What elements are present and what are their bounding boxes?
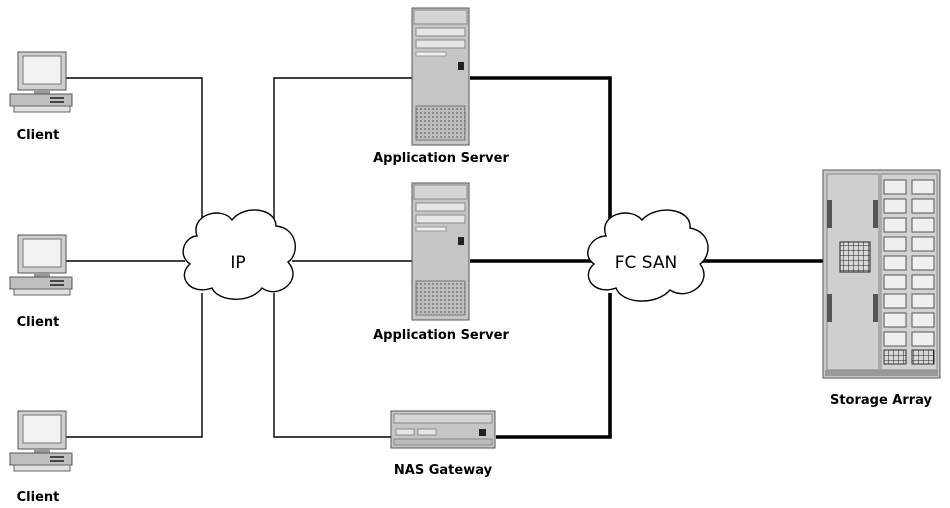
link-appserver1-fcsan (470, 76, 612, 228)
desktop-computer-icon (9, 234, 73, 296)
tower-server-icon (411, 7, 470, 146)
client-3-label: Client (17, 490, 60, 505)
ip-links (65, 77, 412, 438)
link-ip-nas (273, 293, 392, 438)
client-2[interactable] (9, 234, 73, 296)
nas-gateway[interactable] (390, 410, 496, 449)
storage-array[interactable] (822, 169, 941, 379)
desktop-computer-icon (9, 410, 73, 472)
client-1[interactable] (9, 51, 73, 113)
link-ip-appserver1 (273, 77, 412, 228)
tower-server-icon (411, 182, 470, 321)
app-server-2-label: Application Server (373, 328, 509, 343)
link-client3-ip (65, 293, 203, 438)
fc-links (470, 76, 828, 439)
storage-array-icon (822, 169, 941, 379)
link-nas-fcsan (496, 293, 612, 439)
cloud-icon (182, 209, 296, 300)
app-server-2[interactable] (411, 182, 470, 321)
fc-san-cloud[interactable] (587, 209, 709, 302)
fc-san-cloud-label: FC SAN (615, 253, 678, 273)
cloud-icon (587, 209, 709, 302)
app-server-1-label: Application Server (373, 151, 509, 166)
storage-array-label: Storage Array (830, 393, 933, 408)
client-1-label: Client (17, 128, 60, 143)
desktop-computer-icon (9, 51, 73, 113)
nas-gateway-label: NAS Gateway (394, 463, 493, 478)
nas-appliance-icon (390, 410, 496, 449)
client-3[interactable] (9, 410, 73, 472)
ip-cloud[interactable] (182, 209, 296, 300)
app-server-1[interactable] (411, 7, 470, 146)
ip-cloud-label: IP (230, 253, 245, 273)
client-2-label: Client (17, 315, 60, 330)
link-client1-ip (65, 77, 203, 228)
